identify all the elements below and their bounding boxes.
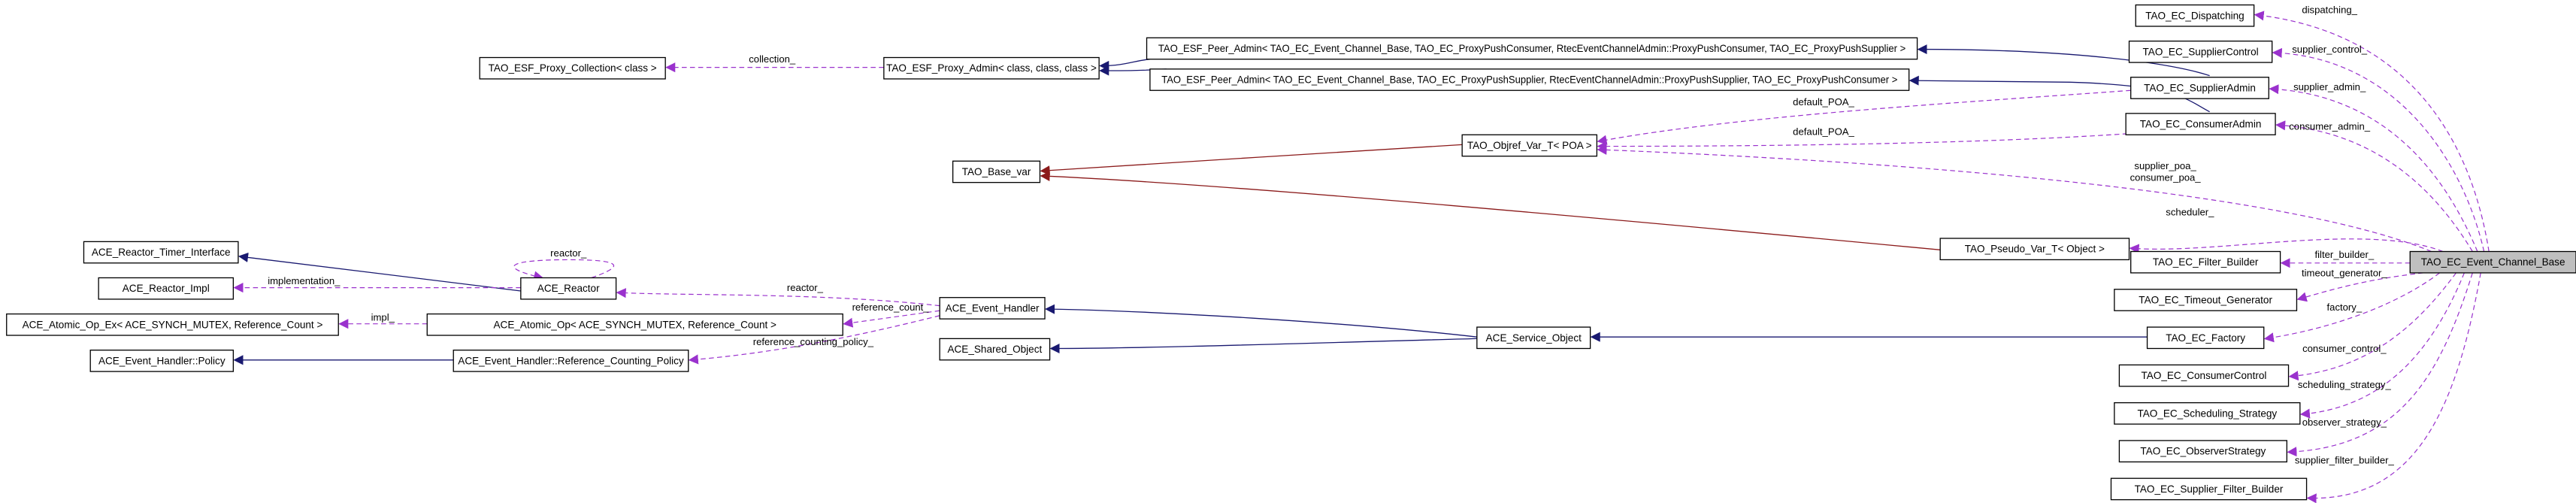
edge-label-supplier-admin: supplier_admin_ [2293,81,2366,92]
node-tao-ec-event-channel-base[interactable]: TAO_EC_Event_Channel_Base [2409,250,2576,274]
node-tao-ec-supplier-filter-builder[interactable]: TAO_EC_Supplier_Filter_Builder [2110,477,2308,501]
node-tao-esf-peer-admin-supplier[interactable]: TAO_ESF_Peer_Admin< TAO_EC_Event_Channel… [1149,68,1910,91]
edge-label-supplier-poa: supplier_poa_ [2134,160,2196,171]
node-tao-ec-scheduling-strategy[interactable]: TAO_EC_Scheduling_Strategy [2114,401,2301,425]
node-label: TAO_ESF_Proxy_Admin< class, class, class… [886,62,1097,74]
edge-label-scheduling-strategy: scheduling_strategy_ [2298,379,2392,390]
node-ace-reactor-impl[interactable]: ACE_Reactor_Impl [98,277,235,300]
node-label: ACE_Reactor_Impl [123,283,210,294]
node-label: ACE_Event_Handler [946,302,1040,314]
node-ace-reference-counting-policy[interactable]: ACE_Event_Handler::Reference_Counting_Po… [453,350,689,372]
node-ace-shared-object[interactable]: ACE_Shared_Object [939,338,1051,361]
node-label: TAO_EC_Filter_Builder [2153,256,2259,268]
edge-label-dispatching: dispatching_ [2302,4,2357,15]
node-label: TAO_ESF_Peer_Admin< TAO_EC_Event_Channel… [1158,43,1906,54]
edge-label-reactor: reactor_ [787,282,824,293]
node-tao-ec-dispatching[interactable]: TAO_EC_Dispatching [2135,4,2255,27]
edge-label-consumer-control: consumer_control_ [2302,343,2387,354]
node-label: TAO_EC_SupplierAdmin [2144,82,2256,93]
node-label: TAO_EC_Scheduling_Strategy [2137,408,2277,419]
node-label: TAO_EC_Supplier_Filter_Builder [2135,483,2284,495]
node-label: TAO_Base_var [962,166,1031,177]
usage-edges [233,11,2490,503]
edge-label-impl: impl_ [371,311,395,323]
node-label: TAO_Pseudo_Var_T< Object > [1965,244,2105,255]
node-tao-ec-supplier-control[interactable]: TAO_EC_SupplierControl [2128,41,2273,63]
edge-label-filter-builder: filter_builder_ [2314,249,2374,260]
node-tao-ec-supplier-admin[interactable]: TAO_EC_SupplierAdmin [2130,77,2269,99]
edge-label-observer-strategy: observer_strategy_ [2302,417,2387,428]
node-label: ACE_Reactor_Timer_Interface [92,247,231,258]
node-tao-ec-timeout-generator[interactable]: TAO_EC_Timeout_Generator [2114,289,2298,311]
node-label: TAO_EC_ObserverStrategy [2140,446,2266,457]
node-tao-ec-consumer-admin[interactable]: TAO_EC_ConsumerAdmin [2125,113,2276,135]
node-ace-reactor[interactable]: ACE_Reactor [520,277,617,300]
node-label: TAO_EC_Timeout_Generator [2139,294,2272,305]
node-tao-ec-filter-builder[interactable]: TAO_EC_Filter_Builder [2130,250,2281,274]
node-tao-ec-consumer-control[interactable]: TAO_EC_ConsumerControl [2118,364,2290,387]
node-ace-reactor-timer-interface[interactable]: ACE_Reactor_Timer_Interface [83,241,239,264]
node-label: ACE_Atomic_Op_Ex< ACE_SYNCH_MUTEX, Refer… [23,319,323,330]
edge-label-default-poa: default_POA_ [1793,126,1854,137]
node-ace-atomic-op[interactable]: ACE_Atomic_Op< ACE_SYNCH_MUTEX, Referenc… [426,313,843,336]
node-ace-event-handler-policy[interactable]: ACE_Event_Handler::Policy [89,350,235,372]
node-label: TAO_EC_ConsumerControl [2142,370,2267,381]
node-label: TAO_EC_Event_Channel_Base [2421,256,2565,268]
edge-label-consumer-poa: consumer_poa_ [2130,171,2202,183]
node-tao-esf-proxy-collection[interactable]: TAO_ESF_Proxy_Collection< class > [479,56,666,80]
node-label: ACE_Shared_Object [947,344,1042,355]
edge-label-reference-count: reference_count_ [852,301,930,313]
node-label: TAO_EC_ConsumerAdmin [2140,119,2262,130]
node-ace-service-object[interactable]: ACE_Service_Object [1476,326,1591,350]
node-ace-atomic-op-ex[interactable]: ACE_Atomic_Op_Ex< ACE_SYNCH_MUTEX, Refer… [6,313,339,336]
node-tao-esf-proxy-admin[interactable]: TAO_ESF_Proxy_Admin< class, class, class… [883,56,1100,80]
node-label: TAO_EC_SupplierControl [2143,46,2259,57]
node-tao-ec-factory[interactable]: TAO_EC_Factory [2146,326,2265,350]
edge-label-implementation: implementation_ [268,275,341,286]
node-label: ACE_Atomic_Op< ACE_SYNCH_MUTEX, Referenc… [494,319,776,330]
node-tao-esf-peer-admin-consumer[interactable]: TAO_ESF_Peer_Admin< TAO_EC_Event_Channel… [1146,37,1918,60]
node-tao-base-var[interactable]: TAO_Base_var [952,160,1041,183]
node-tao-pseudo-var-t-object[interactable]: TAO_Pseudo_Var_T< Object > [1939,238,2130,261]
edge-label-reactor-self: reactor_ [550,247,587,259]
edge-label-collection: collection_ [749,53,796,65]
node-label: ACE_Service_Object [1486,332,1582,344]
node-label: ACE_Event_Handler::Reference_Counting_Po… [458,355,684,366]
node-label: TAO_ESF_Peer_Admin< TAO_EC_Event_Channel… [1161,74,1897,86]
node-label: ACE_Event_Handler::Policy [98,355,226,366]
node-label: TAO_EC_Factory [2166,332,2245,344]
node-tao-ec-observer-strategy[interactable]: TAO_EC_ObserverStrategy [2118,440,2287,462]
node-tao-objref-var-t-poa[interactable]: TAO_Objref_Var_T< POA > [1461,134,1598,157]
edge-labels: collection_ default_POA_ default_POA_ su… [268,4,2394,465]
edge-label-factory: factory_ [2327,301,2363,313]
node-label: TAO_Objref_Var_T< POA > [1467,140,1592,151]
edge-label-scheduler: scheduler_ [2166,206,2214,217]
edge-label-reference-counting-policy: reference_counting_policy_ [753,336,874,347]
edge-label-timeout-generator: timeout_generator_ [2302,267,2387,278]
node-label: TAO_EC_Dispatching [2145,10,2244,21]
edge-label-supplier-filter-builder: supplier_filter_builder_ [2295,455,2395,466]
inheritance-edges [233,44,2210,365]
edge-label-consumer-admin: consumer_admin_ [2289,121,2371,132]
edge-label-supplier-control: supplier_control_ [2292,44,2368,55]
node-ace-event-handler[interactable]: ACE_Event_Handler [939,297,1046,320]
edge-label-default-poa: default_POA_ [1793,96,1854,108]
node-label: ACE_Reactor [537,283,600,294]
node-label: TAO_ESF_Proxy_Collection< class > [489,62,657,74]
